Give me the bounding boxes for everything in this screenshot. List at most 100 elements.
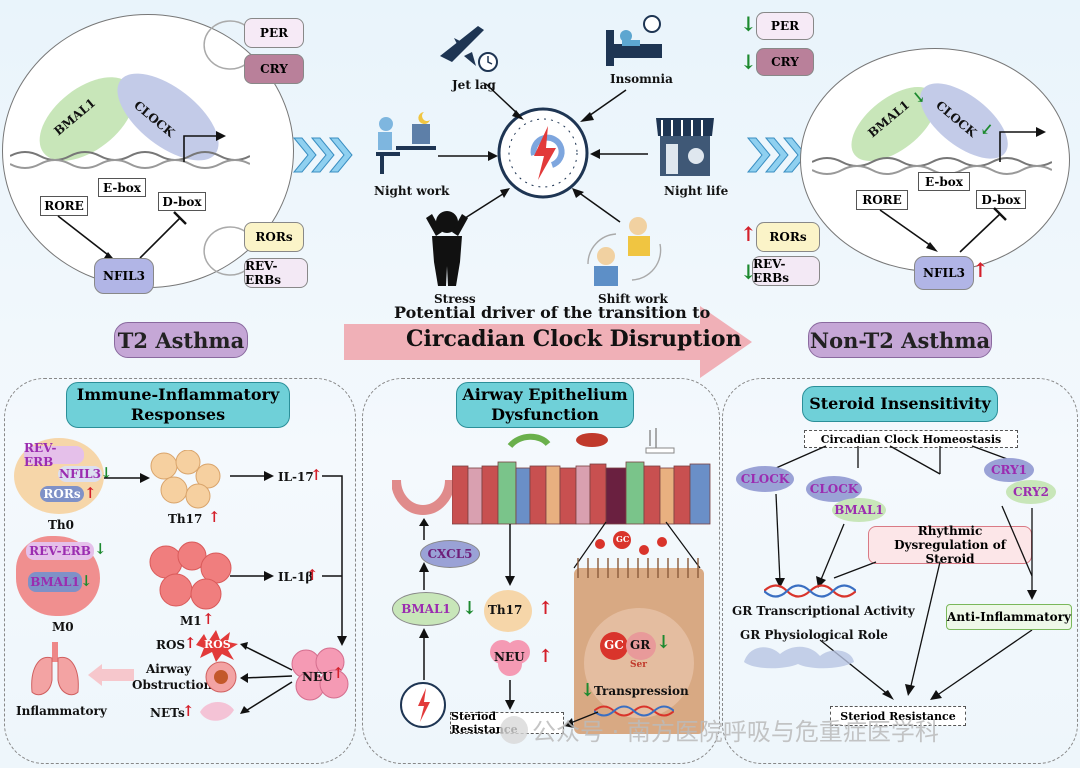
neu-cluster <box>291 647 349 701</box>
immune-reverb2: REV-ERB <box>26 542 94 560</box>
steroid-dna-icon <box>764 584 856 598</box>
steroid-panel <box>722 378 1078 764</box>
cell-zoom-lines <box>573 521 701 569</box>
right-nfil3-up-arrow: ↑ <box>972 258 989 282</box>
right-nfil3-arrows <box>879 207 1007 253</box>
watermark: 公众号 · 南方医院呼吸与危重症医学科 <box>532 718 939 746</box>
night-life-label: Night life <box>664 184 729 198</box>
neu-up-arrow: ↑ <box>332 664 345 682</box>
transition-arrow <box>344 306 752 378</box>
immune-panel <box>4 378 356 764</box>
left-dna-strand <box>10 151 250 169</box>
right-promoter-arrow <box>999 127 1046 162</box>
right-rors-up-arrow: ↑ <box>740 222 757 246</box>
epi-left-arrows <box>419 518 429 680</box>
immune-reverb1: REV-ERB <box>24 441 84 469</box>
right-rors: RORs <box>756 222 820 252</box>
nets-up-arrow: ↑ <box>182 702 195 720</box>
epi-neu-up-arrow: ↑ <box>538 646 554 667</box>
steroid-resistance-box: Steriod Resistance <box>830 706 966 726</box>
shift-work-icon <box>587 217 662 286</box>
pathogen-icons <box>507 428 675 454</box>
epi-dna-icon <box>594 705 674 717</box>
neu-effect-arrows <box>240 642 293 714</box>
left-nfil3: NFIL3 <box>94 258 154 294</box>
gc-droplets <box>595 531 667 555</box>
right-reverbs: REV-ERBs <box>752 256 820 286</box>
m1-cluster <box>149 541 232 610</box>
right-cry: CRY <box>756 48 814 76</box>
ros-label: ROS <box>156 638 186 652</box>
left-per-loop <box>203 20 247 70</box>
driver-arrows <box>438 83 648 223</box>
jet-lag-icon <box>440 26 498 72</box>
gc-small-label: GC <box>616 534 630 544</box>
steroid-arrows <box>775 493 1037 700</box>
immune-upper-arrows <box>104 471 347 646</box>
il1b-label: IL-1β <box>278 570 314 584</box>
right-nfil3: NFIL3 <box>914 256 974 290</box>
stress-label: Stress <box>434 292 476 306</box>
steroid-clock1: CLOCK <box>736 466 794 492</box>
epi-bmal1-down-arrow: ↓ <box>462 598 478 619</box>
transition-line1: Potential driver of the transition to <box>394 303 711 322</box>
clock-icon <box>497 107 589 199</box>
nont2-asthma-title: Non-T2 Asthma <box>808 322 992 358</box>
steroid-cry1: CRY1 <box>984 458 1034 482</box>
nets-icon <box>200 701 234 721</box>
epithelium-panel <box>362 378 720 764</box>
insomnia-icon <box>606 15 662 66</box>
gr-label: GR <box>630 638 651 652</box>
gr-activity-label: GR Transcriptional Activity <box>732 604 915 618</box>
ser-label: Ser <box>630 660 647 670</box>
ros-up-arrow: ↑ <box>184 634 197 652</box>
reverb2-down-arrow: ↓ <box>94 540 107 558</box>
bmal1-down-arrow: ↓ <box>80 572 93 590</box>
t2-asthma-title: T2 Asthma <box>114 322 248 358</box>
nets-label: NETs <box>150 706 185 720</box>
epi-th17-label: Th17 <box>488 603 523 617</box>
steroid-bmal1: BMAL1 <box>832 498 886 522</box>
immune-nfil3: NFIL3 <box>58 466 102 482</box>
steroid-title: Steroid Insensitivity <box>802 386 998 422</box>
right-per-down-arrow: ↓ <box>740 12 757 36</box>
transpression-down-arrow: ↓ <box>580 680 596 701</box>
left-cry: CRY <box>244 54 304 84</box>
epi-clock-icon <box>400 682 446 728</box>
airway-tube-icon <box>392 479 454 515</box>
left-per: PER <box>244 18 304 48</box>
gc-receptor <box>600 632 628 660</box>
anti-inflammatory-box: Anti-Inflammatory <box>946 604 1072 630</box>
left-rors-loop <box>203 226 247 276</box>
epithelium-bmal1: BMAL1 <box>392 592 460 626</box>
epi-th17-cell <box>484 590 532 632</box>
rhythmic-box: Rhythmic Dysregulation of Steroid <box>868 524 1032 566</box>
il17-up-arrow: ↑ <box>310 466 323 484</box>
transition-line2: Circadian Clock Disruption <box>406 326 742 352</box>
zoom-cell-body <box>574 558 704 734</box>
il1b-up-arrow: ↑ <box>306 566 319 584</box>
ros-burst-icon <box>196 630 238 662</box>
gc-label: GC <box>604 638 624 652</box>
left-promoter-arrow <box>183 131 226 162</box>
steroid-clock2: CLOCK <box>806 476 862 502</box>
epi-neu-label: NEU <box>494 650 525 664</box>
neu-label: NEU <box>302 670 333 684</box>
m1-label: M1 <box>180 614 202 628</box>
left-rore: RORE <box>40 196 88 216</box>
epi-middle-arrows <box>505 524 515 710</box>
gr-receptor <box>626 632 656 660</box>
inflammatory-arrow <box>88 664 134 686</box>
ros-burst-label: ROS <box>204 638 231 651</box>
immune-rors: RORs <box>40 486 84 502</box>
gr-protein-icon <box>744 646 854 669</box>
transpression-label: Transpression <box>594 684 689 698</box>
gr-down-arrow: ↓ <box>656 632 672 653</box>
obstruction-label: Obstruction <box>132 678 213 692</box>
epithelium-cells <box>452 461 711 525</box>
night-life-icon <box>656 118 714 176</box>
epithelium-title: Airway Epithelium Dysfunction <box>456 382 634 428</box>
th17-label: Th17 <box>168 512 203 526</box>
night-work-icon <box>376 112 436 174</box>
